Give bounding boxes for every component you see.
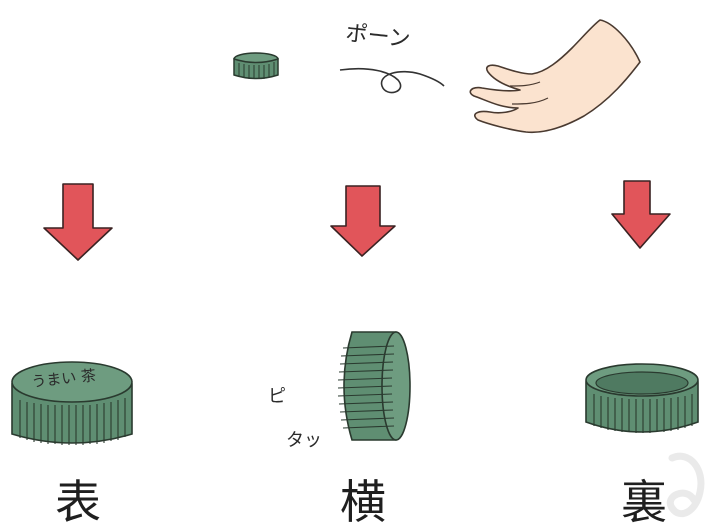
cap-face-down-icon bbox=[586, 364, 698, 433]
outcome-label-heads: 表 bbox=[55, 475, 101, 529]
down-arrow-icon-center bbox=[331, 186, 395, 256]
outcome-label-tails: 裏 bbox=[621, 475, 667, 529]
outcome-label-side: 横 bbox=[340, 475, 386, 529]
open-hand-icon bbox=[470, 20, 640, 132]
toss-trajectory bbox=[340, 69, 444, 93]
toss-sound-text: ポーン bbox=[344, 21, 411, 53]
watermark-icon bbox=[670, 456, 701, 513]
down-arrow-icon-right bbox=[612, 181, 670, 248]
stand-sound-line-1: ピ bbox=[268, 386, 286, 407]
stand-sound-line-2: タッ bbox=[286, 430, 322, 451]
stand-sound-text: ピ タッ bbox=[268, 386, 322, 451]
cap-face-up-icon: うまい 茶 bbox=[12, 362, 132, 445]
tossed-cap-icon bbox=[234, 53, 278, 79]
down-arrow-icon-left bbox=[44, 184, 112, 260]
cap-on-side-icon bbox=[338, 332, 410, 440]
